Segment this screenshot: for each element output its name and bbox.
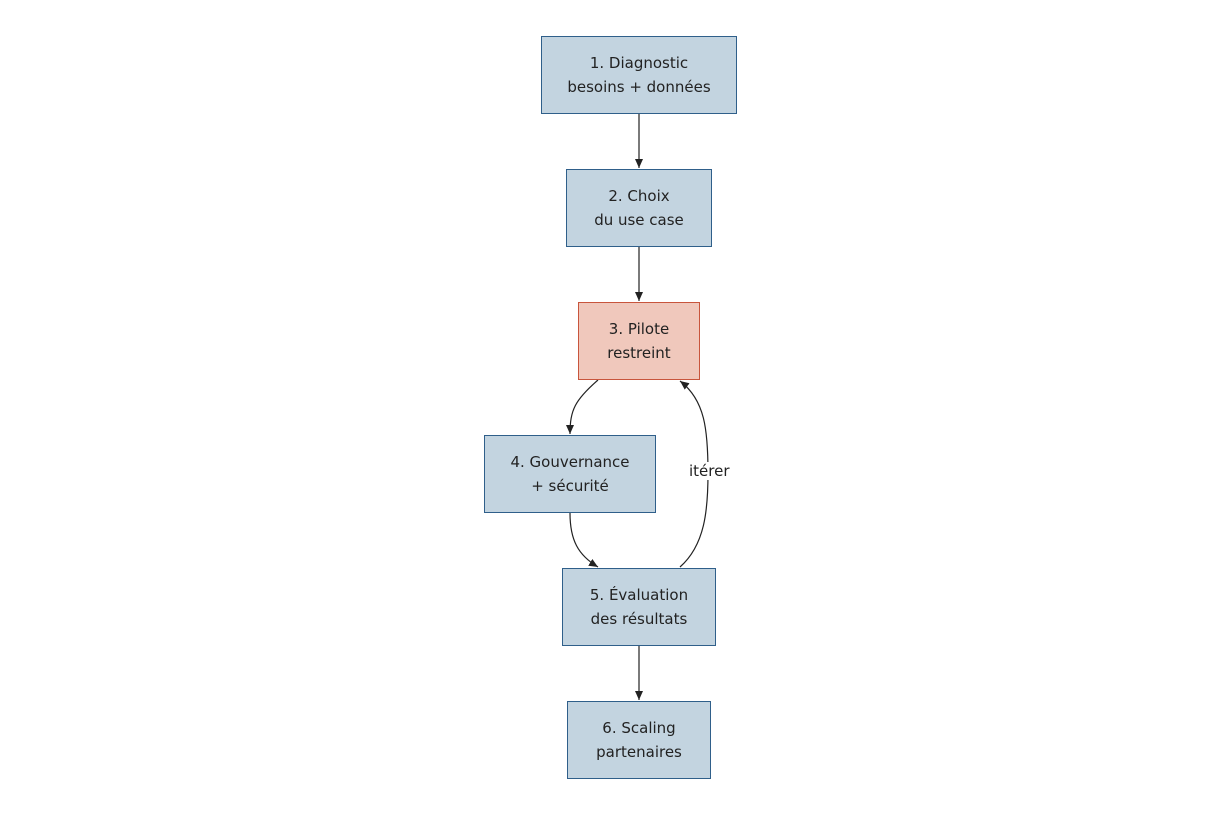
- node-pilote: 3. Pilote restreint: [578, 302, 700, 380]
- node-evaluation-subtitle: des résultats: [590, 610, 688, 628]
- node-diagnostic-subtitle: besoins + données: [567, 78, 711, 96]
- node-choix: 2. Choix du use case: [566, 169, 712, 247]
- node-scaling-title: 6. Scaling: [602, 719, 676, 737]
- node-choix-title: 2. Choix: [608, 187, 670, 205]
- edge-n3-n4: [566, 379, 599, 435]
- node-diagnostic: 1. Diagnostic besoins + données: [541, 36, 737, 114]
- node-choix-subtitle: du use case: [594, 211, 684, 229]
- node-diagnostic-title: 1. Diagnostic: [589, 54, 689, 72]
- node-scaling-subtitle: partenaires: [596, 743, 682, 761]
- edge-n4-n5: [569, 512, 599, 568]
- node-pilote-title: 3. Pilote: [608, 320, 670, 338]
- edge-label-iterer: itérer: [688, 462, 731, 480]
- node-gouvernance-title: 4. Gouvernance: [510, 453, 630, 471]
- node-evaluation: 5. Évaluation des résultats: [562, 568, 716, 646]
- node-pilote-subtitle: restreint: [607, 344, 671, 362]
- node-evaluation-title: 5. Évaluation: [589, 586, 689, 604]
- node-gouvernance-subtitle: + sécurité: [531, 477, 609, 495]
- node-scaling: 6. Scaling partenaires: [567, 701, 711, 779]
- node-gouvernance: 4. Gouvernance + sécurité: [484, 435, 656, 513]
